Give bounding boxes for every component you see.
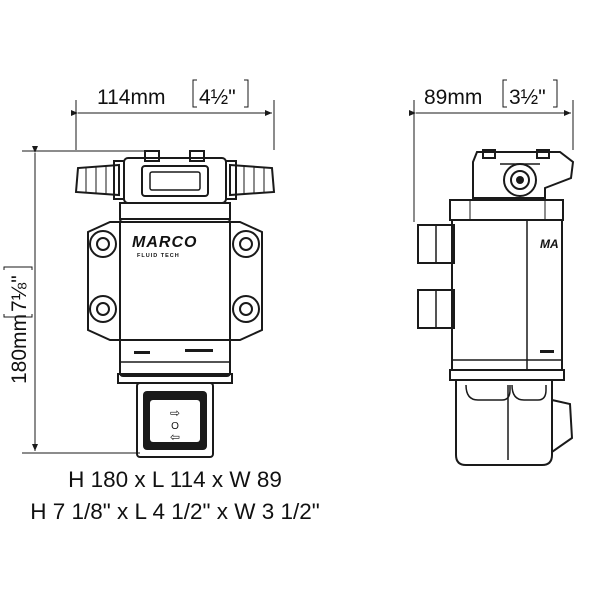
height-metric: 180mm [8,314,31,384]
motor-label-mark [134,351,150,354]
motor-body: MARCO FLUID TECH [117,218,233,384]
pump-front-view: MARCO FLUID TECH ⇨ O ⇦ [74,150,276,458]
side-width-imperial: 3½" [509,86,546,109]
switch-forward-symbol: ⇨ [170,406,180,420]
brand-logo: MARCO [132,234,197,251]
spec-metric: H 180 x L 114 x W 89 [68,467,282,492]
switch-reverse-symbol: ⇦ [170,430,180,444]
left-hose-barb [74,160,125,200]
spec-imperial: H 7 1/8" x L 4 1/2" x W 3 1/2" [30,499,320,524]
brand-subtitle: FLUID TECH [137,253,180,259]
side-bracket [417,224,455,329]
right-hose-barb [225,160,276,200]
pump-head [119,150,231,220]
pump-side-view: MA [417,149,575,466]
side-brand-logo: MA [540,237,559,251]
height-dimension: 180mm 7⅛" [3,146,145,454]
switch-housing: ⇨ O ⇦ [136,382,214,458]
side-switch-housing [449,369,574,466]
height-imperial: 7⅛" [8,275,31,312]
side-pump-head [449,149,575,221]
motor-label-mark [185,349,213,352]
switch-off-symbol: O [171,421,179,432]
front-width-imperial: 4½" [199,86,236,109]
side-width-dimension: 89mm 3½" [409,79,574,222]
mounting-bracket [87,221,263,341]
side-motor-body: MA [451,219,563,371]
front-width-dimension: 114mm 4½" [71,79,275,150]
front-width-metric: 114mm [97,86,165,109]
side-width-metric: 89mm [424,86,482,109]
